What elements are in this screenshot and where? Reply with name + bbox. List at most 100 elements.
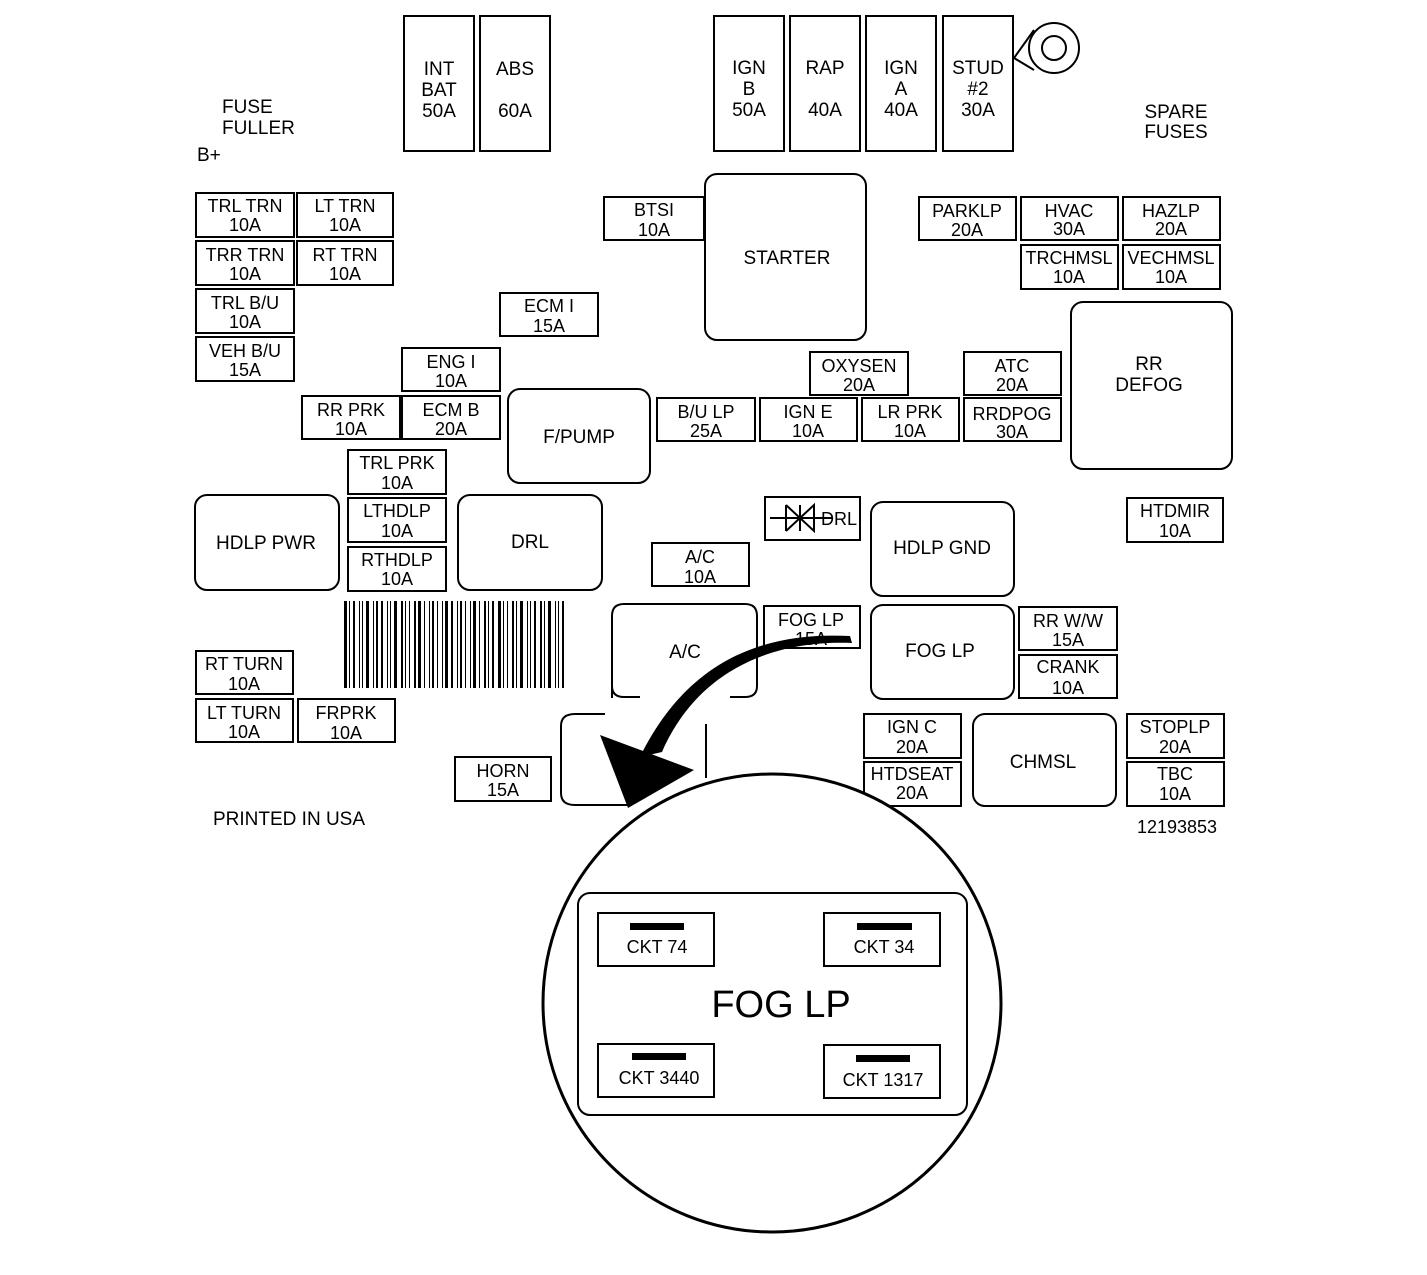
relay-label: HDLP PWR xyxy=(216,533,316,554)
barcode-bar xyxy=(442,601,443,688)
barcode-bar xyxy=(381,601,383,688)
fuse-rating: 10A xyxy=(638,220,670,240)
maxi-fuse-label: IGN xyxy=(732,58,766,79)
detail-magnifier: FOG LP CKT 74 CKT 34 CKT 3440 CKT 1317 xyxy=(541,772,1003,1234)
maxi-fuse-label: STUD xyxy=(952,58,1004,79)
fuse-trl-bu: TRL B/U 10A xyxy=(195,288,295,334)
fuse-rt-trn: RT TRN 10A xyxy=(296,240,394,286)
barcode-bar xyxy=(488,601,489,688)
fuse-label: HAZLP xyxy=(1142,201,1200,221)
barcode-bar xyxy=(558,601,559,688)
fuse-rating: 10A xyxy=(792,421,824,441)
fuse-rating: 10A xyxy=(1053,267,1085,287)
relay-ac: A/C xyxy=(611,603,758,698)
maxi-fuse-rating: 40A xyxy=(808,100,842,121)
barcode-bar xyxy=(492,601,494,688)
fuse-ecm-i: ECM I 15A xyxy=(499,292,599,337)
barcode-bar xyxy=(465,601,466,688)
barcode-bar xyxy=(520,601,523,688)
fuse-rating: 10A xyxy=(435,371,467,391)
relay-f-pump: F/PUMP xyxy=(507,388,651,484)
fuse-rating: 10A xyxy=(1155,267,1187,287)
fuse-trr-trn: TRR TRN 10A xyxy=(195,240,295,286)
fuse-label: PARKLP xyxy=(932,201,1002,221)
relay-label: CHMSL xyxy=(1010,752,1077,773)
fuse-rating: 20A xyxy=(435,419,467,439)
fuse-label: LT TRN xyxy=(314,196,375,216)
terminal-label: CKT 34 xyxy=(854,937,915,957)
fuse-label: ENG I xyxy=(426,352,475,372)
barcode-bar xyxy=(473,601,476,688)
fuse-puller-label-1: FUSE xyxy=(222,97,273,118)
barcode-bar xyxy=(460,601,462,688)
fuse-label: TRCHMSL xyxy=(1025,248,1112,268)
maxi-fuse-label: #2 xyxy=(967,79,988,100)
barcode-bar xyxy=(409,601,410,688)
part-number-label: 12193853 xyxy=(1137,817,1217,837)
fuse-rating: 10A xyxy=(381,473,413,493)
terminal-ckt-34: CKT 34 xyxy=(823,912,941,967)
barcode-bar xyxy=(362,601,363,688)
fuse-label: TRL TRN xyxy=(207,196,282,216)
fuse-label: HVAC xyxy=(1045,201,1094,221)
terminal-label: CKT 1317 xyxy=(843,1070,924,1090)
fuse-rating: 15A xyxy=(533,316,565,336)
barcode-bar xyxy=(344,601,347,688)
barcode-bar xyxy=(418,601,421,688)
fuse-rating: 10A xyxy=(329,215,361,235)
fuse-crank: CRANK 10A xyxy=(1018,654,1118,699)
fuse-trl-prk: TRL PRK 10A xyxy=(347,449,447,495)
barcode-bar xyxy=(373,601,374,688)
fuse-label: ECM I xyxy=(524,296,574,316)
relay-label: A/C xyxy=(669,642,701,663)
maxi-fuse-label: IGN xyxy=(884,58,918,79)
barcode-bar xyxy=(359,601,360,688)
barcode-bar xyxy=(507,601,508,688)
barcode-bar xyxy=(366,601,369,688)
maxi-fuse-rap: RAP 40A xyxy=(789,15,861,152)
fuse-rr-ww: RR W/W 15A xyxy=(1018,606,1118,651)
fuse-rating: 20A xyxy=(1155,219,1187,239)
fuse-rt-turn: RT TURN 10A xyxy=(195,650,294,695)
maxi-fuse-rating: 50A xyxy=(732,100,766,121)
maxi-fuse-rating: 50A xyxy=(422,101,456,122)
maxi-fuse-label: B xyxy=(743,79,756,100)
fuse-rating: 30A xyxy=(1053,219,1085,239)
terminal-ckt-3440: CKT 3440 xyxy=(597,1043,715,1098)
fuse-label: IGN C xyxy=(887,717,937,737)
fuse-rrdpog: RRDPOG 30A xyxy=(963,397,1062,442)
diode-icon xyxy=(770,502,832,534)
barcode-bar xyxy=(401,601,403,688)
barcode-bar xyxy=(429,601,430,688)
fuse-label: RTHDLP xyxy=(361,550,433,570)
fuse-label: TRL B/U xyxy=(211,293,279,313)
fuse-hvac: HVAC 30A xyxy=(1020,196,1119,241)
diode-label: DRL xyxy=(821,509,857,529)
barcode-bar xyxy=(432,601,434,688)
barcode-bar xyxy=(387,601,388,688)
barcode-bar xyxy=(544,601,545,688)
maxi-fuse-rating: 30A xyxy=(961,100,995,121)
relay-chmsl: CHMSL xyxy=(972,713,1117,807)
barcode-bar xyxy=(479,601,480,688)
fuse-label: TRR TRN xyxy=(206,245,285,265)
maxi-fuse-rating: 60A xyxy=(498,101,532,122)
fuse-puller-label-2: FULLER xyxy=(222,118,295,139)
maxi-fuse-label: A xyxy=(895,79,908,100)
barcode-bar xyxy=(390,601,391,688)
fuse-vechmsl: VECHMSL 10A xyxy=(1122,244,1221,290)
terminal-label: CKT 3440 xyxy=(619,1068,700,1088)
fuse-rr-prk: RR PRK 10A xyxy=(301,395,401,440)
b-plus-label: B+ xyxy=(197,145,221,166)
relay-label: HDLP GND xyxy=(893,538,991,559)
maxi-fuse-label: ABS xyxy=(496,59,534,80)
fuse-btsi: BTSI 10A xyxy=(603,196,705,241)
fuse-rating: 10A xyxy=(1159,521,1191,541)
fuse-veh-bu: VEH B/U 15A xyxy=(195,336,295,382)
fuse-rating: 10A xyxy=(329,264,361,284)
fuse-frprk: FRPRK 10A xyxy=(297,698,396,743)
barcode-bar xyxy=(534,601,536,688)
fuse-bu-lp: B/U LP 25A xyxy=(656,397,756,442)
barcode-bar xyxy=(349,601,350,688)
